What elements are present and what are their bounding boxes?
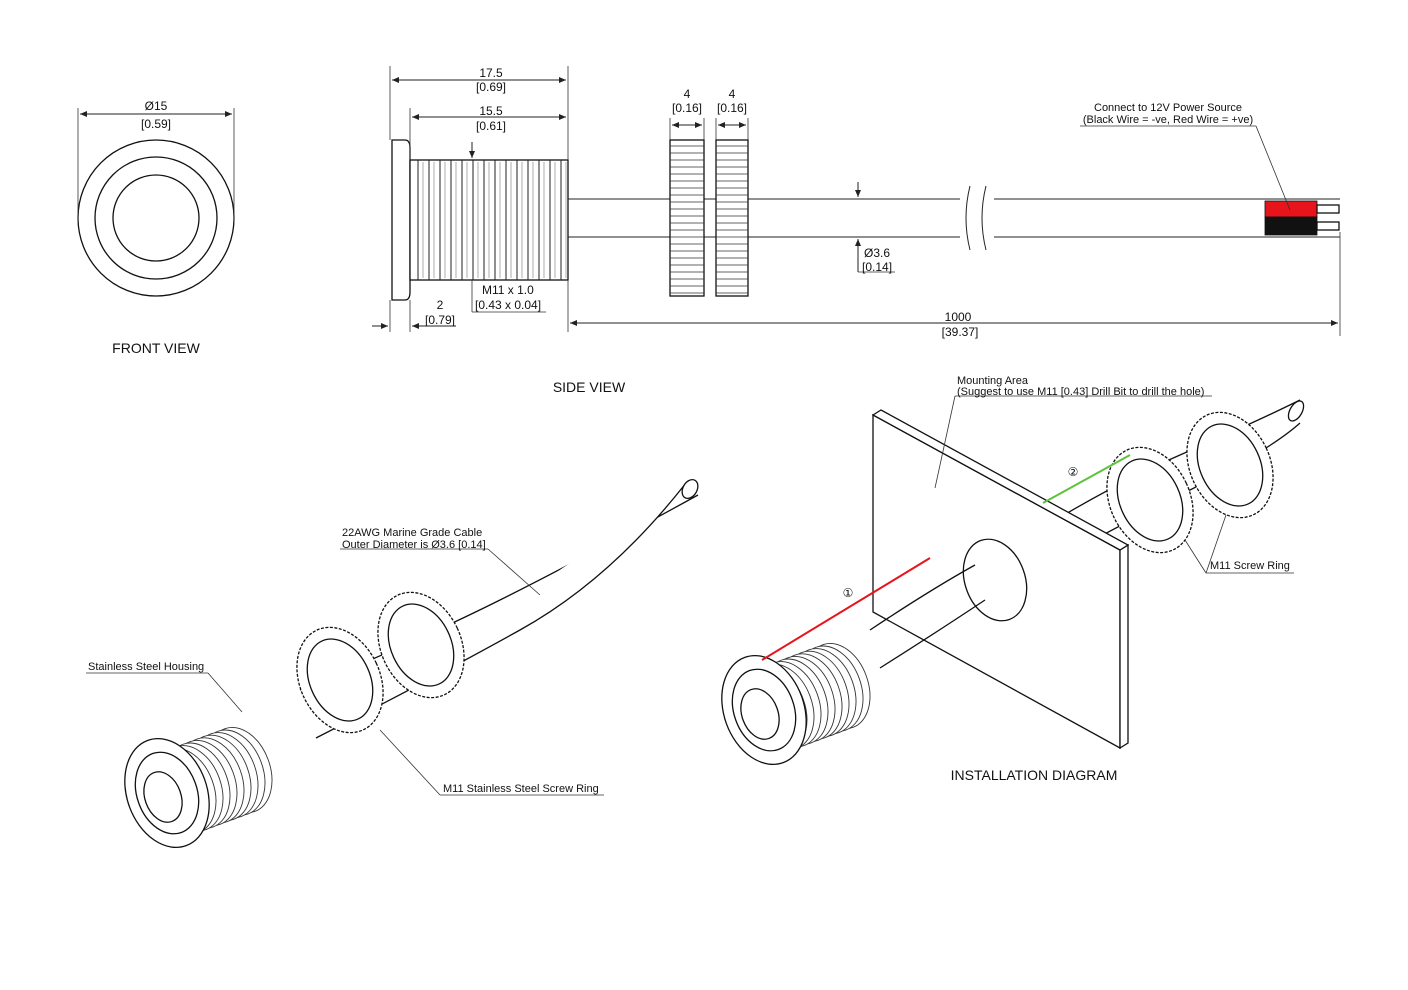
thread-spec-mm: M11 x 1.0 [482, 283, 534, 297]
iso-cable-label-2: Outer Diameter is Ø3.6 [0.14] [342, 539, 486, 551]
front-view: Ø15 [0.59] FRONT VIEW [77, 99, 235, 356]
iso-ring-1-inner [306, 638, 374, 722]
mounting-panel-top [871, 409, 1130, 551]
step1-marker: ① [843, 586, 854, 600]
side-view-title: SIDE VIEW [553, 379, 626, 395]
inst-ring-label: M11 Screw Ring [1210, 560, 1290, 572]
thread-spec-in: [0.43 x 0.04] [475, 298, 541, 312]
side-flange [391, 139, 411, 301]
power-note-line1: Connect to 12V Power Source [1094, 102, 1242, 114]
front-inner-circle [112, 174, 200, 262]
overall-length-in: [0.69] [476, 80, 506, 94]
iso-cable-end [681, 479, 699, 499]
red-wire-strand [1316, 204, 1340, 214]
ring2-in: [0.16] [717, 101, 747, 115]
flange-in: [0.79] [425, 313, 455, 327]
iso-cable-label-1: 22AWG Marine Grade Cable [342, 527, 482, 539]
power-note-line2: (Black Wire = -ve, Red Wire = +ve) [1083, 114, 1253, 126]
thread-length-in: [0.61] [476, 119, 506, 133]
iso-ring-label: M11 Stainless Steel Screw Ring [443, 783, 599, 795]
ring1-mm: 4 [684, 87, 691, 101]
inst-ring-2-inner [1196, 423, 1264, 507]
iso-housing-label: Stainless Steel Housing [88, 661, 204, 673]
flange-mm: 2 [437, 298, 444, 312]
installation-title: INSTALLATION DIAGRAM [951, 767, 1118, 783]
cable-break-right [981, 185, 987, 251]
side-view: 17.5 [0.69] 15.5 [0.61] M11 x 1.0 [0.43 … [372, 66, 1341, 395]
front-diameter-mm: Ø15 [145, 99, 168, 113]
cable-length-in: [39.37] [942, 325, 979, 339]
cable-length-mm: 1000 [945, 310, 972, 324]
overall-length-mm: 17.5 [479, 66, 503, 80]
ring1-in: [0.16] [672, 101, 702, 115]
ring2-mm: 4 [729, 87, 736, 101]
mounting-hole [962, 538, 1028, 622]
inst-ring-1-inner [1116, 458, 1184, 542]
red-wire [1264, 200, 1318, 218]
inst-housing-lens [740, 688, 780, 740]
mount-label-1: Mounting Area [957, 375, 1029, 387]
side-screw-ring-1 [669, 139, 705, 297]
mount-label-2: (Suggest to use M11 [0.43] Drill Bit to … [957, 386, 1204, 398]
iso-ring-2-inner [387, 603, 455, 687]
black-wire [1264, 216, 1318, 236]
mounting-panel-edge [1119, 543, 1129, 750]
black-wire-strand [1316, 221, 1340, 231]
thread-length-mm: 15.5 [479, 104, 503, 118]
iso-housing-lens [143, 771, 183, 823]
front-view-title: FRONT VIEW [112, 340, 200, 356]
cable-dia-in: [0.14] [862, 260, 892, 274]
side-ring-knurls [670, 145, 748, 294]
step1-line [761, 557, 931, 661]
side-threads [417, 160, 567, 280]
side-screw-ring-2 [715, 139, 749, 297]
front-diameter-in: [0.59] [141, 117, 171, 131]
installation-view: ① ② Mounting Area (Suggest to use M11 [0… [721, 375, 1305, 783]
cable-dia-mm: Ø3.6 [864, 246, 890, 260]
cable-break-left [965, 185, 971, 251]
step2-marker: ② [1068, 465, 1079, 479]
step2-line [1042, 454, 1131, 504]
iso-view: 22AWG Marine Grade Cable Outer Diameter … [86, 479, 699, 849]
